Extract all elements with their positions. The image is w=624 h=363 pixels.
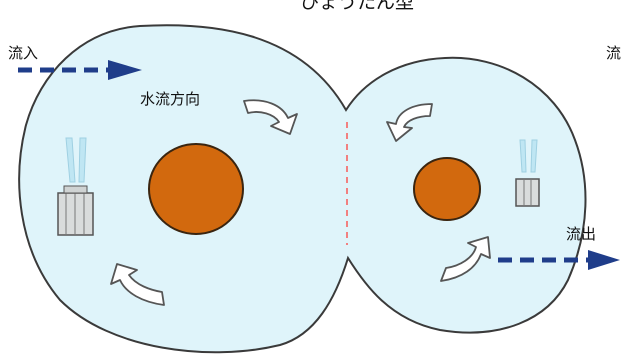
outflow-label: 流出 bbox=[566, 227, 596, 242]
island-large bbox=[149, 144, 243, 234]
flow-direction-label: 水流方向 bbox=[140, 92, 200, 107]
diagram-title: ひょうたん型 bbox=[300, 0, 414, 12]
gourd-basin bbox=[19, 25, 585, 352]
edge-label: 流 bbox=[606, 46, 621, 61]
inflow-label: 流入 bbox=[8, 46, 38, 61]
island-small bbox=[414, 158, 480, 220]
